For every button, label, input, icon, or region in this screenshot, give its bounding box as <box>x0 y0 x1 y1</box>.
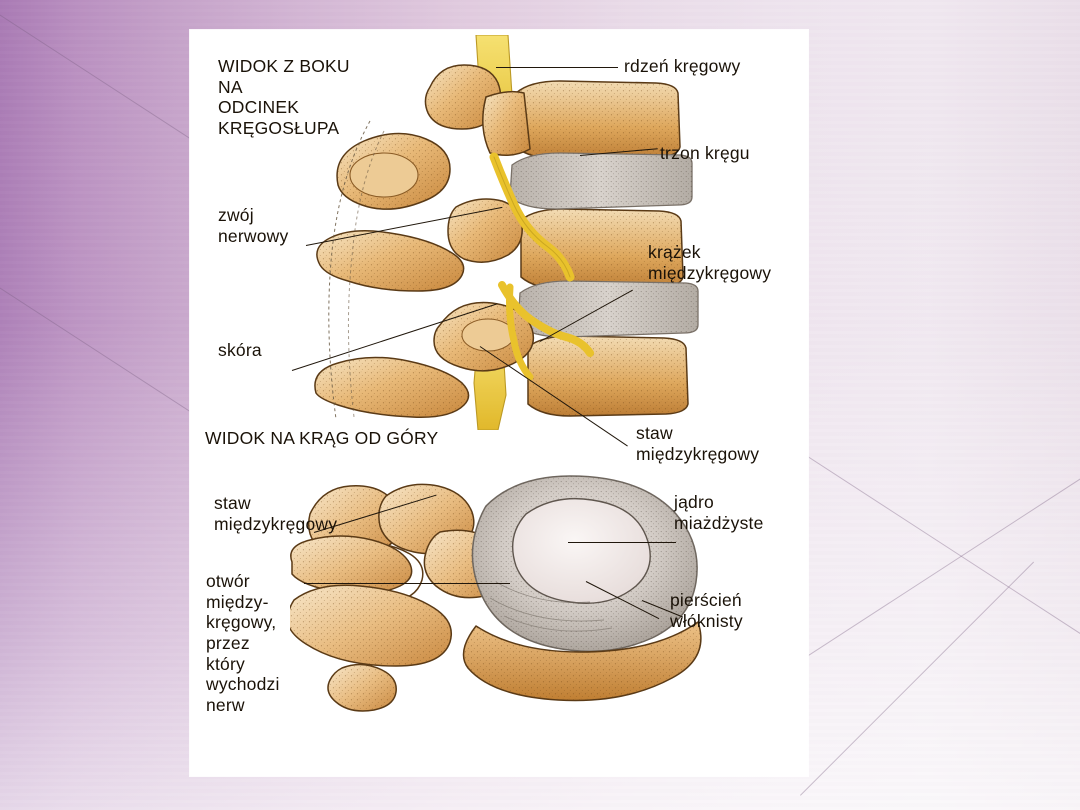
decorative-diagonal-line <box>800 561 1035 796</box>
label-staw-miedzykregowy: staw międzykręgowy <box>636 423 760 464</box>
label-otwor-miedzykregowy: otwór między- kręgowy, przez który wycho… <box>206 571 280 715</box>
top-view-caption: WIDOK Z BOKU NA ODCINEK KRĘGOSŁUPA <box>218 56 350 138</box>
spine-side-view-illustration <box>314 35 699 430</box>
label-rdzen-kregowy: rdzeń kręgowy <box>624 56 741 76</box>
label-krazek-miedzykregowy: krążek międzykręgowy <box>648 242 772 283</box>
label-skora: skóra <box>218 340 262 360</box>
label-trzon-kregu: trzon kręgu <box>660 143 750 163</box>
label-staw-miedzykregowy-gora: staw międzykręgowy <box>214 493 338 534</box>
label-pierscien-wloknisty: pierścień włóknisty <box>670 590 743 631</box>
bottom-view-caption: WIDOK NA KRĄG OD GÓRY <box>205 428 439 448</box>
anatomy-figure-panel: WIDOK Z BOKU NA ODCINEK KRĘGOSŁUPA rdzeń… <box>190 30 808 776</box>
label-jadro-miazdzyste: jądro miażdżyste <box>674 492 764 533</box>
label-zwoj-nerwowy: zwój nerwowy <box>218 205 289 246</box>
vertebra-top-view-illustration <box>290 475 702 712</box>
